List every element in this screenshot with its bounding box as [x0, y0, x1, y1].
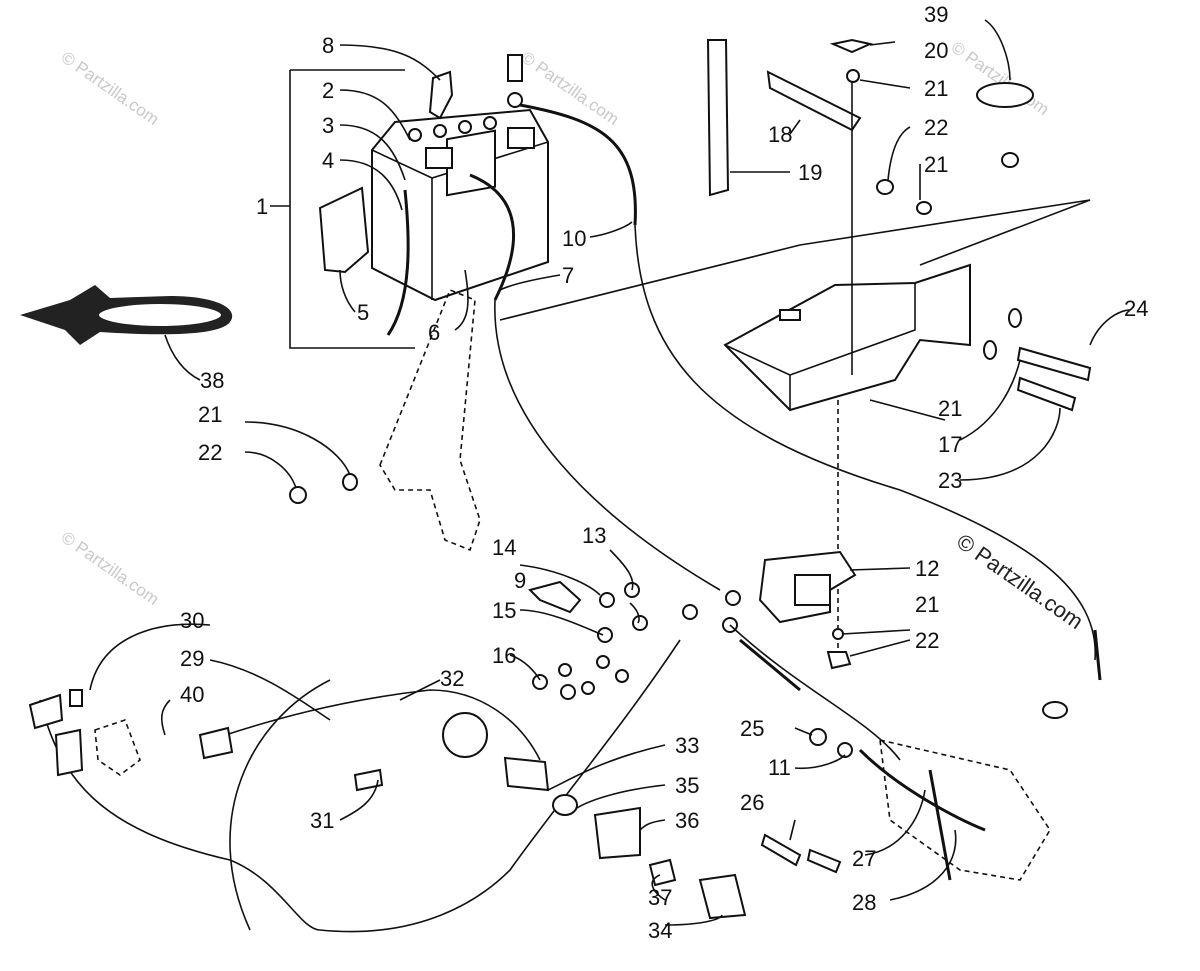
callout-18: 18: [768, 122, 792, 147]
callout-21-mid: 21: [924, 152, 948, 177]
callout-10: 10: [562, 226, 586, 251]
callout-39: 39: [924, 2, 948, 27]
ground-assembly: [760, 728, 1051, 881]
callout-17: 17: [938, 432, 962, 457]
watermark: © Partzilla.com: [58, 528, 163, 609]
callout-12: 12: [915, 556, 939, 581]
battery-assembly: [270, 54, 637, 349]
watermark: © Partzilla.com: [952, 529, 1088, 635]
callout-20: 20: [924, 38, 948, 63]
wiring-harness: [28, 639, 747, 933]
solenoid-assembly: [528, 550, 857, 700]
callout-21-top: 21: [924, 76, 948, 101]
callout-8: 8: [322, 33, 334, 58]
callout-22-top: 22: [924, 115, 948, 140]
callout-22-left: 22: [198, 440, 222, 465]
callout-37: 37: [648, 885, 672, 910]
callout-3: 3: [322, 113, 334, 138]
callout-2: 2: [322, 78, 334, 103]
callout-30: 30: [180, 608, 204, 633]
callout-25: 25: [740, 716, 764, 741]
callout-4: 4: [322, 148, 334, 173]
callout-38: 38: [200, 368, 224, 393]
callout-11: 11: [768, 755, 791, 780]
callout-7: 7: [562, 263, 574, 288]
callout-36: 36: [675, 808, 699, 833]
callout-1: 1: [256, 194, 268, 219]
callout-21-tray: 21: [938, 396, 962, 421]
callout-29: 29: [180, 646, 204, 671]
callout-16: 16: [492, 643, 516, 668]
callout-33: 33: [675, 733, 699, 758]
callout-21-left: 21: [198, 402, 222, 427]
callout-9: 9: [514, 568, 526, 593]
callout-26: 26: [740, 790, 764, 815]
callout-labels: 1 2 3 4 5 6 7 8 9 10 11 12 13 14 15 16 1…: [180, 2, 1148, 943]
leader-lines: [89, 19, 1131, 926]
decal-logo: [20, 285, 233, 345]
callout-40: 40: [180, 682, 204, 707]
callout-28: 28: [852, 890, 876, 915]
callout-21-solenoid: 21: [915, 592, 939, 617]
callout-22-solenoid: 22: [915, 628, 939, 653]
callout-24: 24: [1124, 296, 1148, 321]
callout-32: 32: [440, 666, 464, 691]
tray-bolts: [499, 199, 1092, 412]
callout-5: 5: [357, 300, 369, 325]
callout-31: 31: [310, 808, 334, 833]
watermark: © Partzilla.com: [58, 48, 163, 129]
cables: [494, 224, 1102, 761]
callout-15: 15: [492, 598, 516, 623]
callout-19: 19: [798, 160, 822, 185]
callout-34: 34: [648, 918, 672, 943]
callout-23: 23: [938, 468, 962, 493]
callout-14: 14: [492, 535, 516, 560]
callout-35: 35: [675, 773, 699, 798]
callout-6: 6: [428, 320, 440, 345]
mount-bracket: [289, 288, 481, 552]
callout-13: 13: [582, 523, 606, 548]
battery-tray: [706, 38, 1034, 650]
callout-27: 27: [852, 846, 876, 871]
